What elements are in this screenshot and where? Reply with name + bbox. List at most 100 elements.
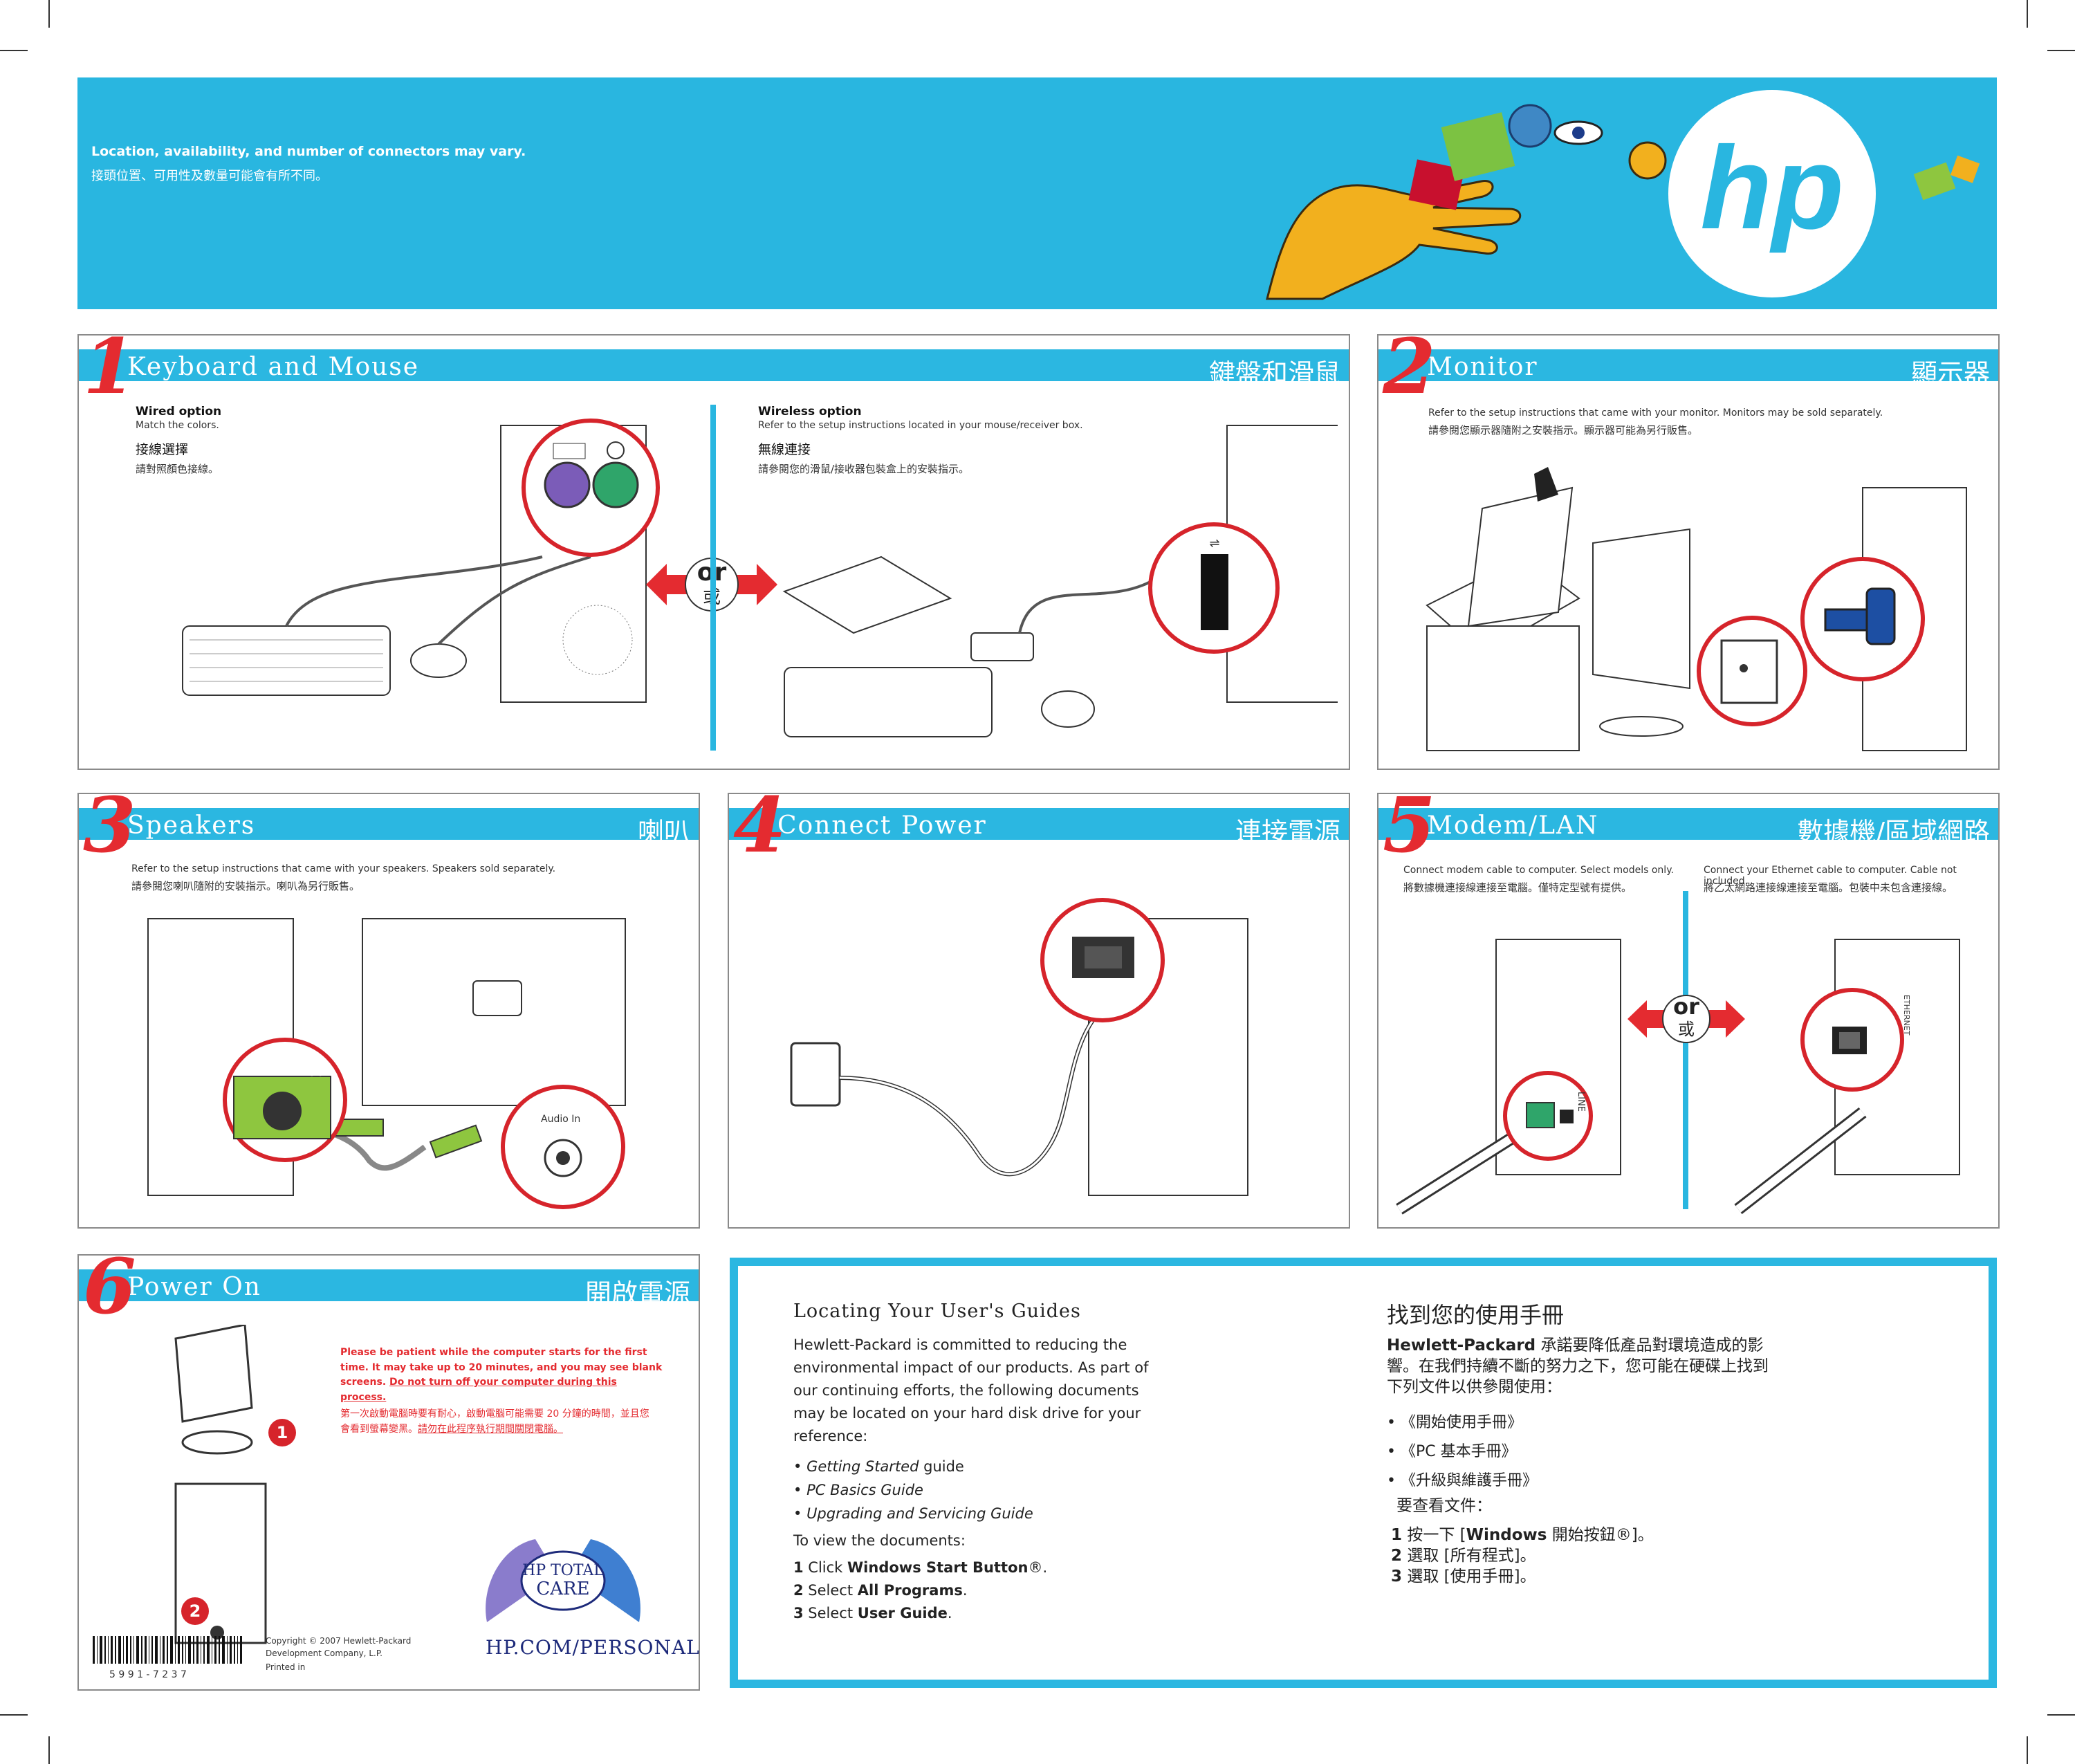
crop-mark bbox=[48, 1736, 50, 1764]
brand-name: Hewlett-Packard bbox=[1387, 1336, 1536, 1354]
lan-instructions-zh: 將乙太網路連接線連接至電腦。包裝中未包含連接線。 bbox=[1704, 881, 1953, 894]
step-marker-1: 1 bbox=[268, 1419, 296, 1446]
step-text: 選取 [所有程式]。 bbox=[1402, 1547, 1536, 1565]
power-on-warning-zh: 第一次啟動電腦時要有耐心，啟動電腦可能需要 20 分鐘的時間，並且您會看到螢幕變… bbox=[340, 1406, 658, 1437]
audio-in-zoom-circle bbox=[501, 1085, 625, 1209]
panel-connect-power: Connect Power 連接電源 4 bbox=[728, 787, 1350, 1229]
audio-in-port-icon bbox=[544, 1139, 582, 1177]
copyright-line2: Development Company, L.P. bbox=[266, 1648, 382, 1658]
phone-port-icon bbox=[1526, 1102, 1574, 1128]
ethernet-port-icon bbox=[1832, 1027, 1867, 1054]
warning-emphasis-zh: 請勿在此程序執行期間關閉電腦。 bbox=[418, 1424, 563, 1435]
hp-url: HP.COM/PERSONAL bbox=[486, 1636, 700, 1659]
out-label: out bbox=[307, 1063, 333, 1079]
step-pre: Click bbox=[803, 1559, 848, 1576]
wireless-keyboard-illustration bbox=[782, 425, 1338, 737]
step-bold: Windows Start Button bbox=[847, 1559, 1029, 1576]
header-band: Location, availability, and number of co… bbox=[77, 77, 1997, 309]
instruction-card-icon bbox=[1467, 486, 1574, 627]
warning-text-zh: 第一次啟動電腦時要有耐心，啟動電腦可能需要 20 分鐘的時間，並且您會看到螢幕變… bbox=[340, 1408, 649, 1435]
barcode-number: 5 9 9 1 - 7 2 3 7 bbox=[109, 1669, 187, 1680]
guides-body-zh: Hewlett-Packard 承諾要降低產品對環境造成的影響。在我們持續不斷的… bbox=[1387, 1335, 1774, 1587]
guide-name-zh: 《PC 基本手冊》 bbox=[1400, 1443, 1517, 1460]
guides-to-view: To view the documents: bbox=[793, 1532, 966, 1549]
panel-title: Monitor bbox=[1427, 353, 1538, 381]
panel-power-on: Power On 開啟電源 6 1 2 Please be patient wh… bbox=[77, 1249, 700, 1691]
guides-title-zh: 找到您的使用手冊 bbox=[1387, 1302, 1565, 1328]
warning-emphasis: Do not turn off your computer during thi… bbox=[340, 1377, 617, 1404]
crop-mark bbox=[48, 0, 50, 28]
panel-title-zh: 數據機/區域網路 bbox=[1797, 817, 1990, 847]
wireless-keyboard-icon bbox=[784, 667, 993, 737]
panel-title-zh: 開啟電源 bbox=[584, 1278, 690, 1309]
step-num: 2 bbox=[1391, 1547, 1403, 1565]
audio-out-zoom-circle bbox=[223, 1038, 347, 1162]
power-outlet-icon bbox=[1720, 639, 1778, 704]
divider bbox=[1683, 891, 1688, 1209]
crop-mark bbox=[2047, 50, 2075, 51]
step-text: 選取 [使用手冊]。 bbox=[1402, 1568, 1536, 1586]
wireless-mouse-icon bbox=[1041, 690, 1095, 728]
panel-title-zh: 顯示器 bbox=[1910, 358, 1990, 389]
panel-header-bar: Power On 開啟電源 bbox=[79, 1269, 699, 1309]
care-logo-line1: HP TOTAL bbox=[522, 1562, 604, 1579]
guides-body-en: Hewlett-Packard is committed to reducing… bbox=[793, 1334, 1153, 1625]
wired-option-zh-sub: 請對照顏色接線。 bbox=[136, 463, 219, 475]
crop-mark bbox=[2027, 0, 2028, 28]
modem-instructions-zh: 將數據機連接線連接至電腦。僅特定型號有提供。 bbox=[1403, 881, 1632, 894]
step-number: 6 bbox=[83, 1242, 136, 1331]
guides-list: • Getting Started guide • PC Basics Guid… bbox=[793, 1455, 1153, 1525]
step-pre: Select bbox=[803, 1605, 858, 1621]
monitor-instructions: Refer to the setup instructions that cam… bbox=[1428, 407, 1883, 419]
copyright-line1: Copyright © 2007 Hewlett-Packard bbox=[266, 1636, 412, 1646]
panel-keyboard-mouse: Keyboard and Mouse 鍵盤和滑鼠 1 Wired option … bbox=[77, 329, 1350, 770]
step-pre: Select bbox=[803, 1582, 858, 1599]
lan-instructions: Connect your Ethernet cable to computer.… bbox=[1704, 865, 1957, 887]
line-label: LINE bbox=[1576, 1092, 1586, 1112]
hp-logo: hp bbox=[1668, 90, 1876, 297]
panel-title-zh: 連接電源 bbox=[1235, 817, 1340, 847]
printed-in: Printed in bbox=[266, 1662, 306, 1672]
hand-illustration bbox=[1266, 104, 1980, 300]
guides-list-item-zh: • 《升級與維護手冊》 bbox=[1387, 1472, 1538, 1489]
panel-header-bar: Connect Power 連接電源 bbox=[729, 808, 1349, 847]
speakers-instructions: Refer to the setup instructions that cam… bbox=[131, 863, 556, 874]
vga-port-icon bbox=[1824, 587, 1896, 645]
step-post: ®. bbox=[1028, 1559, 1048, 1576]
guide-name: PC Basics Guide bbox=[806, 1482, 923, 1498]
guides-list-item-zh: • 《開始使用手冊》 bbox=[1387, 1414, 1522, 1431]
step-post: 開始按鈕®]。 bbox=[1547, 1526, 1654, 1544]
hp-logo-text: hp bbox=[1700, 122, 1844, 254]
panel-title: Modem/LAN bbox=[1427, 811, 1599, 840]
guide-name-zh: 《升級與維護手冊》 bbox=[1400, 1472, 1538, 1489]
modem-instructions: Connect modem cable to computer. Select … bbox=[1403, 865, 1674, 876]
step-num: 3 bbox=[1391, 1568, 1403, 1586]
power-button-icon bbox=[210, 1626, 224, 1639]
panel-monitor: Monitor 顯示器 2 Refer to the setup instruc… bbox=[1377, 329, 2000, 770]
panel-speakers: Speakers 喇叭 3 Refer to the setup instruc… bbox=[77, 787, 700, 1229]
guides-step-zh: 2 選取 [所有程式]。 bbox=[1391, 1545, 1774, 1566]
wired-option-title: Wired option bbox=[136, 405, 222, 419]
warning-text: Please be patient while the computer sta… bbox=[340, 1347, 663, 1388]
guide-name: Getting Started bbox=[806, 1458, 919, 1475]
power-on-illustration bbox=[174, 1325, 267, 1644]
panel-header-bar: Monitor 顯示器 bbox=[1378, 349, 1998, 389]
guide-name-zh: 《開始使用手冊》 bbox=[1400, 1414, 1522, 1431]
hp-total-care-logo: HP TOTAL CARE bbox=[486, 1539, 640, 1622]
divider bbox=[710, 405, 716, 751]
guides-step: 3 Select User Guide. bbox=[793, 1602, 1153, 1625]
box-icon bbox=[1426, 625, 1580, 751]
outlet-zoom-circle bbox=[1697, 616, 1807, 726]
wall-outlet-icon bbox=[790, 1042, 841, 1107]
ethernet-zoom-circle bbox=[1800, 988, 1904, 1092]
step-num: 1 bbox=[1391, 1526, 1403, 1544]
crop-mark bbox=[2027, 1736, 2028, 1764]
guides-list-item: • Getting Started guide bbox=[793, 1458, 964, 1475]
panel-header-bar: Modem/LAN 數據機/區域網路 bbox=[1378, 808, 1998, 847]
panel-header-bar: Keyboard and Mouse 鍵盤和滑鼠 bbox=[79, 349, 1349, 389]
guides-intro-zh: Hewlett-Packard 承諾要降低產品對環境造成的影響。在我們持續不斷的… bbox=[1387, 1335, 1774, 1397]
crop-mark bbox=[0, 1714, 28, 1716]
hand-pointer-icon bbox=[1534, 467, 1558, 502]
guides-step: 2 Select All Programs. bbox=[793, 1579, 1153, 1602]
copyright: Copyright © 2007 Hewlett-Packard Develop… bbox=[266, 1635, 411, 1673]
